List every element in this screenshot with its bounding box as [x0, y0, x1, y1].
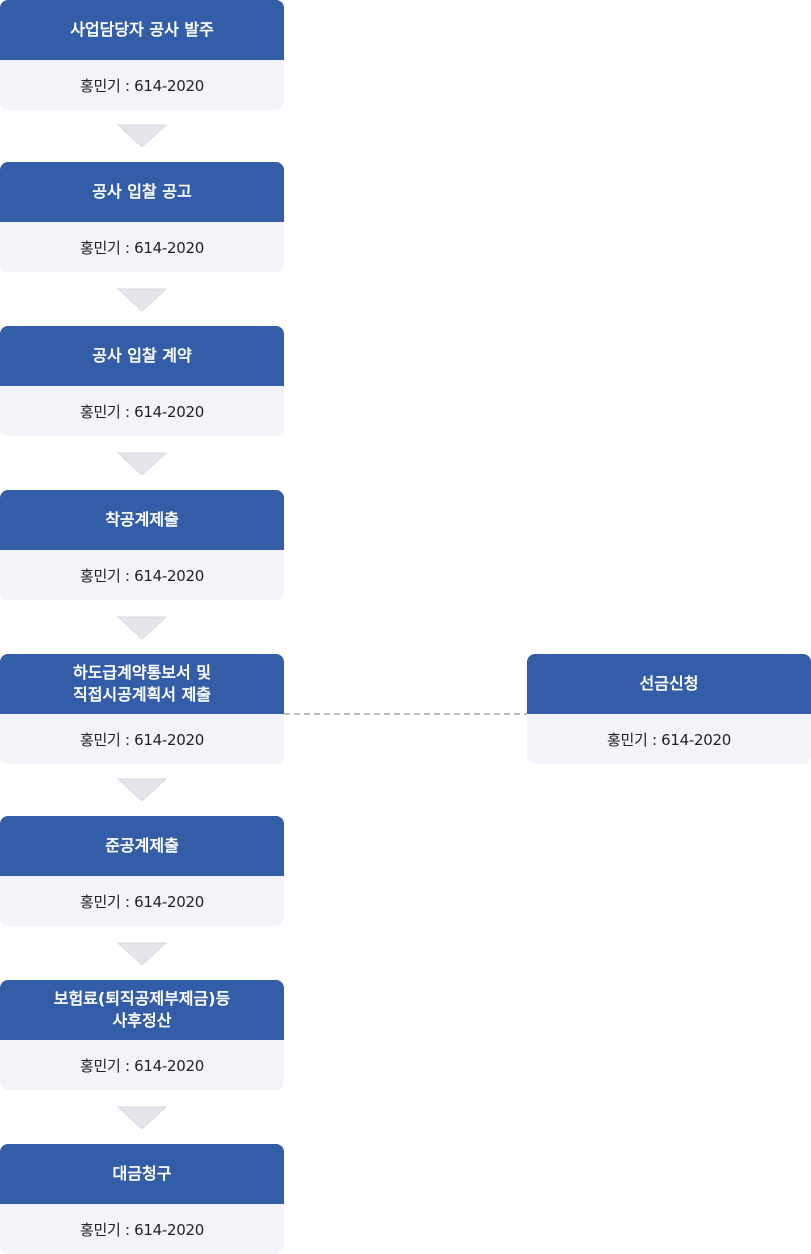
- step-title: 공사 입찰 계약: [0, 326, 284, 386]
- down-arrow-icon: [117, 942, 167, 966]
- step-title: 선금신청: [527, 654, 811, 714]
- step-title: 공사 입찰 공고: [0, 162, 284, 222]
- step-title-line2: 사후정산: [112, 1011, 172, 1030]
- down-arrow-icon: [117, 124, 167, 148]
- step-title: 대금청구: [0, 1144, 284, 1204]
- step-card-completion-report: 준공계제출 홍민기 : 614-2020: [0, 816, 284, 926]
- step-title: 준공계제출: [0, 816, 284, 876]
- step-card-bid-notice: 공사 입찰 공고 홍민기 : 614-2020: [0, 162, 284, 272]
- step-title-line1: 보험료(퇴직공제부제금)등: [53, 989, 231, 1008]
- step-title-line2: 직접시공계획서 제출: [72, 685, 212, 704]
- down-arrow-icon: [117, 1106, 167, 1130]
- step-title: 보험료(퇴직공제부제금)등 사후정산: [0, 980, 284, 1040]
- step-contact: 홍민기 : 614-2020: [79, 566, 204, 585]
- step-card-subcontract-notice: 하도급계약통보서 및 직접시공계획서 제출 홍민기 : 614-2020: [0, 654, 284, 764]
- side-step-card-advance-payment: 선금신청 홍민기 : 614-2020: [527, 654, 811, 764]
- step-card-order: 사업담당자 공사 발주 홍민기 : 614-2020: [0, 0, 284, 110]
- step-card-bid-contract: 공사 입찰 계약 홍민기 : 614-2020: [0, 326, 284, 436]
- step-contact: 홍민기 : 614-2020: [606, 730, 731, 749]
- step-title: 착공계제출: [0, 490, 284, 550]
- step-contact: 홍민기 : 614-2020: [79, 76, 204, 95]
- down-arrow-icon: [117, 288, 167, 312]
- step-card-payment-claim: 대금청구 홍민기 : 614-2020: [0, 1144, 284, 1254]
- step-contact: 홍민기 : 614-2020: [79, 402, 204, 421]
- step-contact: 홍민기 : 614-2020: [79, 1220, 204, 1239]
- step-card-insurance-settlement: 보험료(퇴직공제부제금)등 사후정산 홍민기 : 614-2020: [0, 980, 284, 1090]
- down-arrow-icon: [117, 452, 167, 476]
- step-contact: 홍민기 : 614-2020: [79, 238, 204, 257]
- down-arrow-icon: [117, 778, 167, 802]
- dashed-connector: [284, 713, 527, 715]
- step-contact: 홍민기 : 614-2020: [79, 892, 204, 911]
- step-contact: 홍민기 : 614-2020: [79, 1056, 204, 1075]
- step-title-line1: 하도급계약통보서 및: [72, 663, 212, 682]
- step-title: 하도급계약통보서 및 직접시공계획서 제출: [0, 654, 284, 714]
- step-title: 사업담당자 공사 발주: [0, 0, 284, 60]
- down-arrow-icon: [117, 616, 167, 640]
- step-contact: 홍민기 : 614-2020: [79, 730, 204, 749]
- step-card-start-report: 착공계제출 홍민기 : 614-2020: [0, 490, 284, 600]
